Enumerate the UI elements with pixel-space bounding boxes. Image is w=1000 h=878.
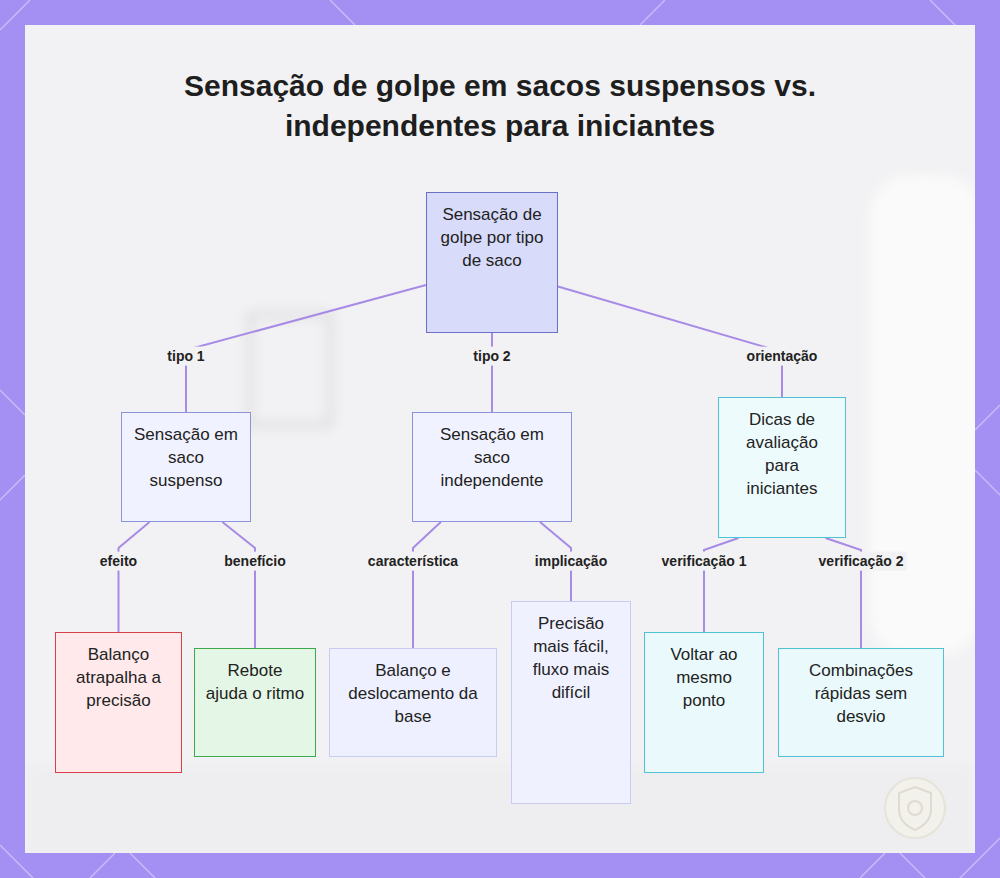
connector <box>119 522 150 632</box>
edge-label: tipo 2 <box>470 347 513 366</box>
connector <box>222 522 255 648</box>
process-box: Dicas de avaliação para iniciantes <box>718 397 846 538</box>
edge-label: tipo 1 <box>164 347 207 366</box>
process-box: Precisão mais fácil, fluxo mais difícil <box>511 601 631 804</box>
process-box: Combinações rápidas sem desvio <box>778 648 944 757</box>
process-box: Sensação em saco independente <box>412 412 572 522</box>
edge-label: implicação <box>532 552 610 571</box>
process-box: Balanço atrapalha a precisão <box>55 632 182 773</box>
process-box: Balanço e deslocamento da base <box>329 648 497 757</box>
edge-label: verificação 2 <box>816 552 907 571</box>
node-text: Balanço atrapalha a precisão <box>66 643 171 712</box>
edge-label: verificação 1 <box>659 552 750 571</box>
node-text: Rebote ajuda o ritmo <box>205 659 305 705</box>
node-text: Sensação em saco independente <box>423 423 561 492</box>
node-text: Sensação de golpe por tipo de saco <box>437 203 547 272</box>
connector <box>558 286 782 397</box>
node-text: Voltar ao mesmo ponto <box>655 643 753 712</box>
node-text: Precisão mais fácil, fluxo mais difícil <box>522 612 620 704</box>
logo-icon <box>885 778 945 838</box>
process-box: Sensação em saco suspenso <box>121 412 251 522</box>
node-text: Dicas de avaliação para iniciantes <box>729 408 835 500</box>
edge-label: orientação <box>744 347 821 366</box>
connector <box>413 522 441 648</box>
process-box: Voltar ao mesmo ponto <box>644 632 764 773</box>
node-text: Combinações rápidas sem desvio <box>789 659 933 728</box>
process-box: Sensação de golpe por tipo de saco <box>426 192 558 333</box>
diagram-title: Sensação de golpe em sacos suspensos vs.… <box>100 66 900 145</box>
connector <box>491 333 493 412</box>
node-text: Sensação em saco suspenso <box>132 423 240 492</box>
node-text: Balanço e deslocamento da base <box>340 659 486 728</box>
edge-label: benefício <box>221 552 288 571</box>
connector <box>186 285 426 412</box>
process-box: Rebote ajuda o ritmo <box>194 648 316 757</box>
edge-label: característica <box>365 552 461 571</box>
edge-label: efeito <box>97 552 140 571</box>
